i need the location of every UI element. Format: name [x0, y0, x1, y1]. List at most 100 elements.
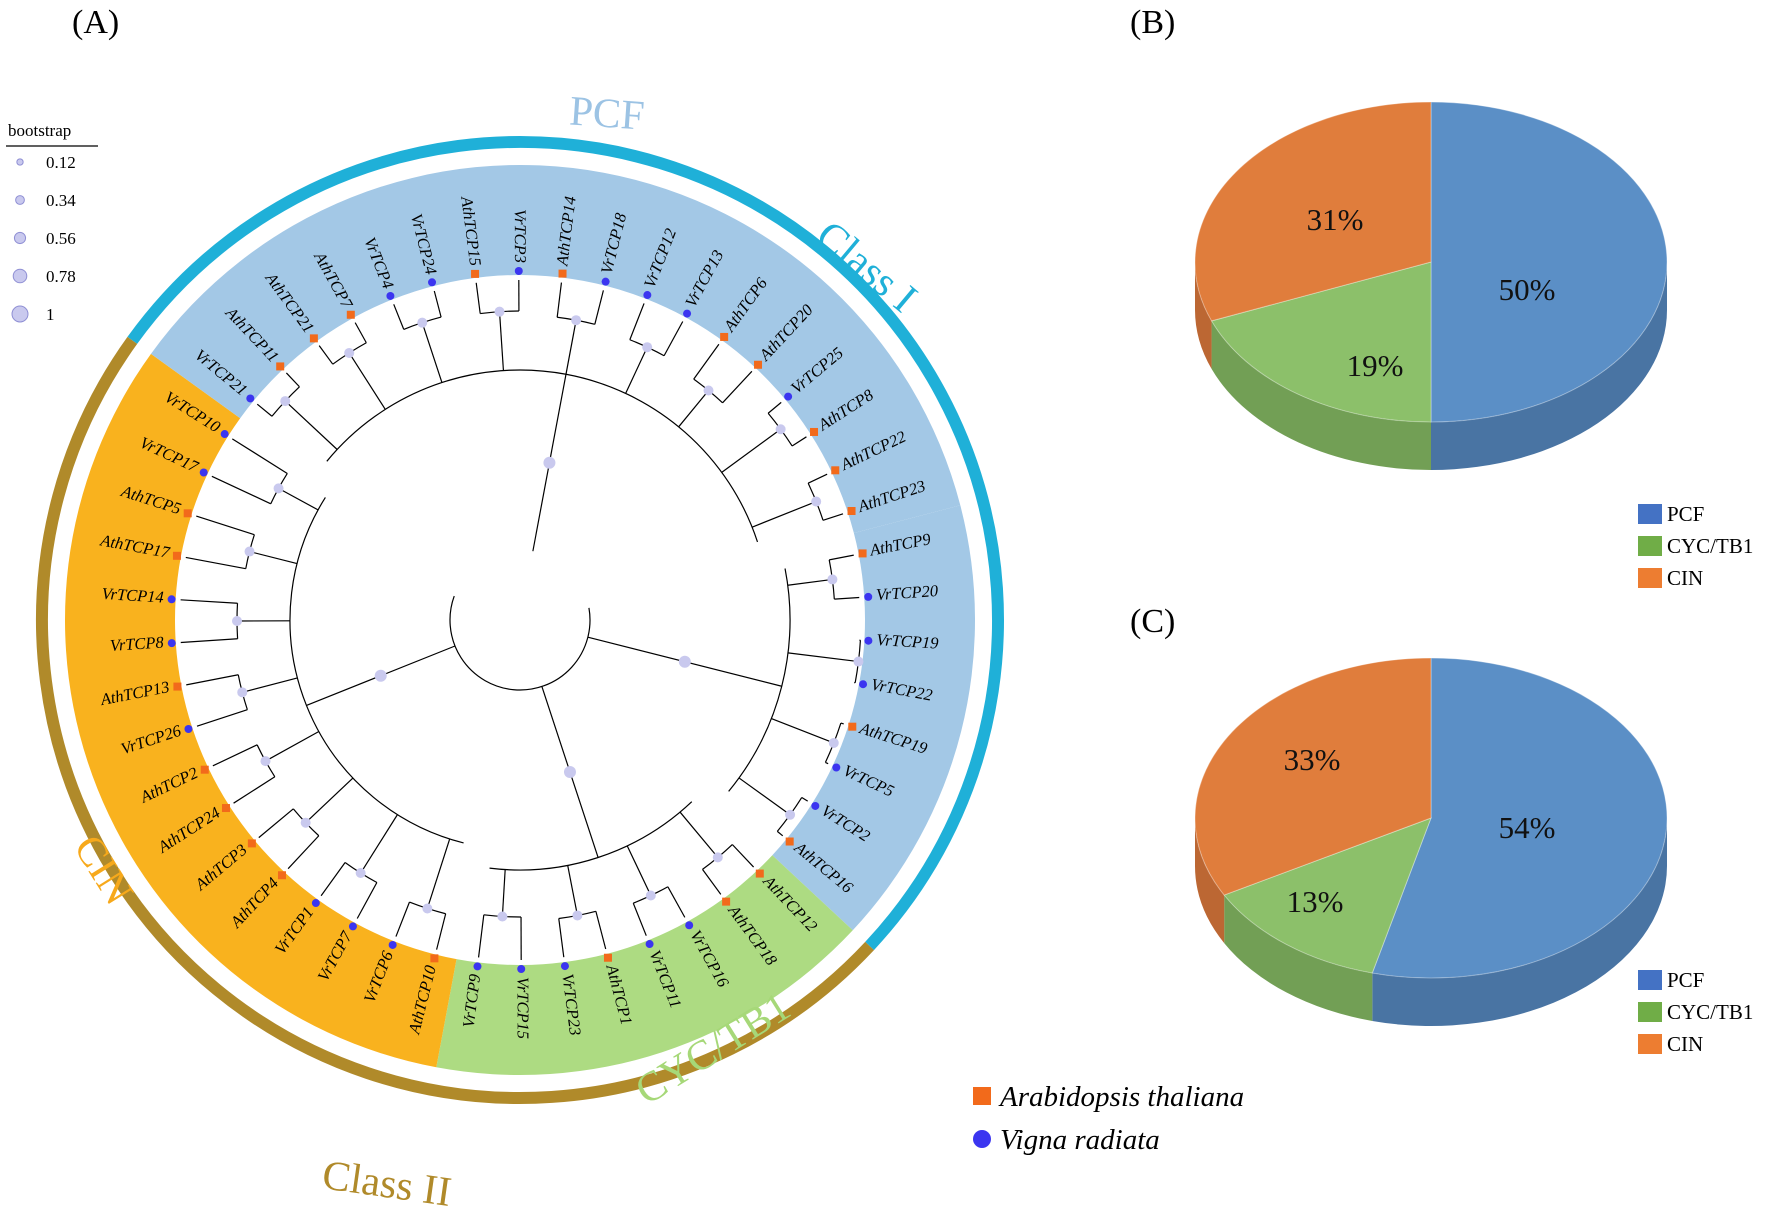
athaliana-leaf-marker [603, 953, 612, 962]
tree-branch [185, 556, 246, 570]
tree-branch [242, 677, 298, 693]
tree-branch [721, 428, 782, 473]
pie-slice-cyctb1 [1223, 817, 1432, 974]
pie-b-legend: PCF CYC/TB1 CIN [1638, 502, 1753, 590]
athaliana-leaf-marker [430, 954, 439, 963]
tree-branch [667, 886, 686, 918]
athaliana-leaf-marker [722, 897, 731, 906]
bootstrap-dot [703, 385, 714, 396]
vradiata-leaf-marker [784, 392, 793, 401]
tree-branch [498, 311, 505, 371]
vradiata-leaf-marker [428, 278, 437, 287]
athaliana-leaf-marker [785, 837, 794, 846]
tree-branch [594, 290, 604, 325]
tree-branch [678, 390, 709, 428]
bootstrap-legend-title: bootstrap [8, 121, 71, 140]
tree-branch [212, 744, 258, 767]
tree-branch [326, 369, 759, 543]
tree-branch [421, 322, 443, 383]
athaliana-leaf-marker [247, 839, 256, 848]
panel-label-a: (A) [72, 4, 119, 41]
pie-value-label: 19% [1347, 348, 1404, 383]
pie-b-legend-swatch-cin [1638, 568, 1662, 588]
tree-branch [249, 550, 298, 565]
pie-value-label: 31% [1307, 202, 1364, 237]
vradiata-leaf-marker [246, 394, 255, 403]
bootstrap-dot [543, 456, 556, 469]
leaf-label: VrTCP15 [513, 977, 532, 1039]
tree-branch [567, 865, 579, 916]
pie-side-wall [1195, 262, 1212, 369]
tree-branch [722, 370, 753, 404]
bootstrap-dot [642, 342, 653, 353]
vradiata-leaf-marker [864, 592, 873, 601]
leaf-label: VrTCP20 [875, 581, 939, 604]
vradiata-leaf-marker [859, 680, 868, 689]
vradiata-leaf-marker [832, 763, 841, 772]
tree-branch [693, 343, 720, 380]
bootstrap-dot [497, 911, 508, 922]
pie-c-legend-swatch-pcf [1638, 970, 1662, 990]
tree-branch [751, 500, 817, 528]
pie-slice-cin [1194, 657, 1432, 896]
pie-c-legend-cyc: CYC/TB1 [1667, 1000, 1753, 1024]
bootstrap-legend-value: 0.34 [46, 191, 76, 210]
tree-branch [180, 599, 238, 604]
tree-branch [354, 322, 367, 344]
pie-chart-c: 54%13%33% [1194, 657, 1668, 1026]
bootstrap-dot [712, 852, 723, 863]
tree-branch [436, 913, 447, 950]
tree-branch [565, 320, 577, 375]
athaliana-leaf-marker [276, 362, 285, 371]
pie-side-wall [1211, 320, 1431, 470]
bootstrap-dot [645, 890, 656, 901]
tree-branch [822, 513, 844, 521]
bootstrap-dot [280, 396, 291, 407]
tree-branch [834, 596, 860, 600]
tree-branch [433, 290, 442, 318]
pie-b-legend-cyc: CYC/TB1 [1667, 534, 1753, 558]
bootstrap-dot [244, 546, 255, 557]
bootstrap-dot [422, 903, 433, 914]
pie-side-wall [1195, 818, 1225, 944]
bootstrap-legend-dot [15, 195, 25, 205]
species-legend-vradiata: Vigna radiata [1000, 1124, 1160, 1156]
vradiata-leaf-marker [386, 291, 395, 300]
tree-branch [501, 869, 506, 917]
vradiata-leaf-marker [167, 639, 176, 648]
tree-branch [731, 844, 755, 868]
tree-root-arc [449, 595, 591, 691]
bootstrap-legend-dot [13, 231, 27, 245]
athaliana-leaf-marker [558, 269, 567, 278]
species-legend: Arabidopsis thaliana Vigna radiata [973, 1081, 1244, 1156]
tree-branch [258, 808, 294, 839]
athaliana-leaf-marker [831, 466, 840, 475]
tree-branch [787, 652, 859, 663]
tree-branch [278, 487, 319, 511]
tree-branch [265, 730, 320, 762]
bootstrap-dot [344, 347, 355, 358]
vradiata-leaf-marker [811, 801, 820, 810]
tree-branch [829, 554, 854, 561]
pie-b-legend-pcf: PCF [1667, 502, 1704, 526]
class-ii-ring [36, 336, 874, 1104]
tree-branch [595, 911, 607, 950]
tree-branch [180, 638, 238, 644]
bootstrap-legend-dot [12, 268, 28, 284]
bootstrap-dot [417, 317, 428, 328]
bootstrap-legend-dot [16, 158, 24, 166]
tree-branch [360, 814, 398, 874]
bootstrap-legend-value: 0.12 [46, 153, 76, 172]
athaliana-marker [973, 1087, 991, 1105]
leaf-label: VrTCP3 [511, 209, 530, 263]
tree-branch [256, 403, 273, 417]
tree-branch [233, 776, 276, 804]
pie-slice-pcf [1371, 657, 1668, 979]
bootstrap-dot [563, 765, 576, 778]
bootstrap-dot [571, 315, 582, 326]
vradiata-leaf-marker [348, 922, 357, 931]
bootstrap-dot [678, 655, 691, 668]
pie-c-legend: PCF CYC/TB1 CIN [1638, 968, 1753, 1056]
ring-label-class_ii: Class II [319, 1152, 454, 1216]
